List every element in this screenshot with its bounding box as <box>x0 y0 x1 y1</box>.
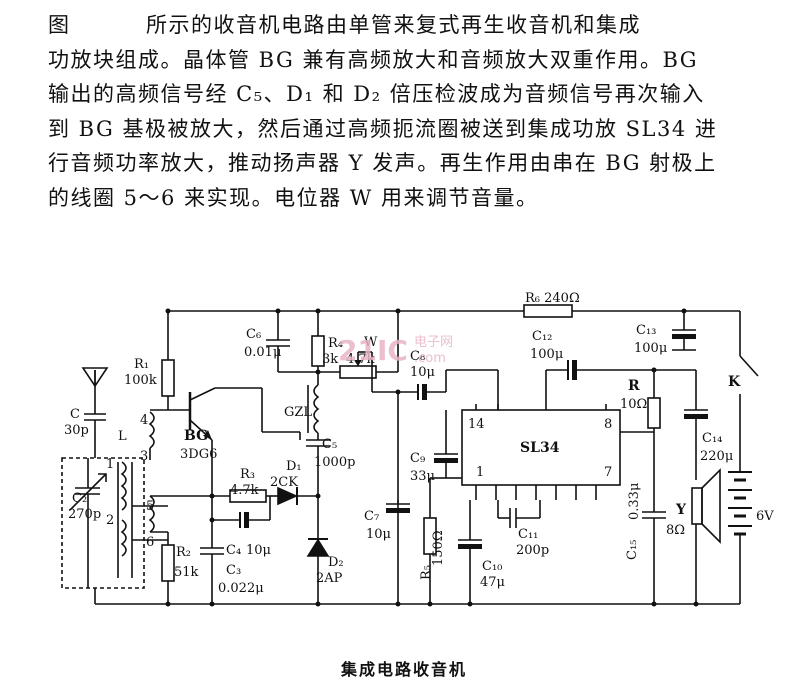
label-gzl: GZL <box>284 405 312 420</box>
label-c2: C₂ <box>72 491 87 506</box>
label-w: W <box>364 335 378 350</box>
label-c8-val: 10μ <box>410 365 435 380</box>
figure-word: 图 <box>48 13 71 37</box>
label-r6: R₆ 240Ω <box>525 291 580 306</box>
label-c15: C₁₅ <box>625 540 640 560</box>
label-y-val: 8Ω <box>666 523 685 538</box>
label-c8: C₈ <box>410 349 425 364</box>
text-line-6: 的线圈 5～6 来实现。电位器 W 用来调节音量。 <box>48 185 539 210</box>
battery-icon <box>728 471 752 536</box>
svg-text:电子网: 电子网 <box>414 335 453 350</box>
label-pin-8: 8 <box>604 417 612 432</box>
circuit-schematic: R₆ 240Ω C₆ 0.01μ R₄ 3k W 4.7k C₈ 10μ C₁₂… <box>61 291 774 607</box>
label-c4: C₄ <box>226 543 241 558</box>
label-bg-val: 3DG6 <box>180 447 217 462</box>
text-line-5: 行音频功率放大，推动扬声器 Y 发声。再生作用由串在 BG 射极上 <box>48 151 717 175</box>
text-line-1: 图所示的收音机电路由单管来复式再生收音机和集成 <box>48 8 778 43</box>
label-r2: R₂ <box>176 545 191 560</box>
label-c11: C₁₁ <box>518 527 538 542</box>
label-d2: D₂ <box>328 555 344 570</box>
label-r5: R₅ <box>419 565 434 580</box>
label-pin-7: 7 <box>604 465 612 480</box>
watermark-logo: 21IC 电子网 .com <box>338 334 453 367</box>
label-d1: D₁ <box>286 459 302 474</box>
emitter-coil <box>148 495 155 533</box>
svg-text:21IC: 21IC <box>338 334 408 367</box>
label-c4-val: 10μ <box>246 543 271 558</box>
label-c14: C₁₄ <box>702 431 722 446</box>
label-l: L <box>118 429 127 444</box>
tuning-tank-box <box>61 457 145 589</box>
label-r-val: 10Ω <box>620 397 647 412</box>
label-c9-val: 33μ <box>410 469 435 484</box>
label-batt: 6V <box>756 509 774 524</box>
label-c6: C₆ <box>246 327 261 342</box>
label-coil-3: 3 <box>140 449 148 464</box>
label-pin-14: 14 <box>468 417 485 432</box>
label-c10: C₁₀ <box>482 559 502 574</box>
label-c10-val: 47μ <box>480 575 505 590</box>
label-c13: C₁₃ <box>636 323 656 338</box>
d2-diode <box>306 538 330 557</box>
label-r1-val: 100k <box>124 373 157 388</box>
r-resistor <box>647 397 661 429</box>
label-c7-val: 10μ <box>366 527 391 542</box>
label-c11-val: 200p <box>516 543 549 558</box>
label-c5-val: 1000p <box>314 455 355 470</box>
label-sl34: SL34 <box>520 440 560 456</box>
label-c5: C₅ <box>322 437 337 452</box>
switch-k <box>739 311 759 472</box>
label-d2-val: 2AP <box>316 571 343 586</box>
label-c-ant-val: 30p <box>64 423 89 438</box>
c2-variable-capacitor <box>69 458 107 588</box>
label-r1: R₁ <box>134 357 149 372</box>
label-y: Y <box>675 502 687 518</box>
tank-coil <box>117 461 133 578</box>
label-c7: C₇ <box>364 509 379 524</box>
label-c-ant: C <box>70 407 80 422</box>
label-d1-val: 2CK <box>270 475 298 490</box>
label-c15-val: 0.33μ <box>627 483 642 520</box>
bg-transistor <box>168 387 216 441</box>
label-c3: C₃ <box>226 563 241 578</box>
label-r: R <box>628 378 640 394</box>
label-pin-1: 1 <box>476 465 484 480</box>
label-r5-val: 150Ω <box>431 530 446 566</box>
figure-caption: 集成电路收音机 <box>340 660 467 679</box>
label-r4: R₄ <box>328 336 343 351</box>
l-feedback-coil <box>148 409 168 460</box>
gzl-choke <box>313 384 320 434</box>
svg-text:.com: .com <box>414 351 446 366</box>
label-c12-val: 100μ <box>530 347 563 362</box>
label-w-val: 4.7k <box>346 352 375 367</box>
label-c13-val: 100μ <box>634 341 667 356</box>
label-coil-6: 6 <box>146 535 154 550</box>
label-r3-val: 4.7k <box>230 483 259 498</box>
r6-resistor <box>523 304 573 318</box>
label-coil-4: 4 <box>140 413 148 428</box>
r2-resistor <box>161 544 175 582</box>
label-c14-val: 220μ <box>700 449 733 464</box>
description-paragraph: 图所示的收音机电路由单管来复式再生收音机和集成 功放块组成。晶体管 BG 兼有高… <box>48 8 778 215</box>
r1-resistor <box>161 359 175 397</box>
label-r3: R₃ <box>240 467 255 482</box>
antenna-icon <box>81 367 109 398</box>
label-r2-val: 51k <box>174 565 199 580</box>
speaker-icon <box>691 468 721 544</box>
label-c3-val: 0.022μ <box>218 581 264 596</box>
label-c6-val: 0.01μ <box>244 345 281 360</box>
label-c12: C₁₂ <box>532 329 552 344</box>
text-line-2: 功放块组成。晶体管 BG 兼有高频放大和音频放大双重作用。BG <box>48 47 699 72</box>
label-coil-5: 5 <box>146 499 154 514</box>
text-line-3: 输出的高频信号经 C₅、D₁ 和 D₂ 倍压检波成为音频信号再次输入 <box>48 82 705 106</box>
label-r4-val: 3k <box>322 352 338 367</box>
label-coil-2: 2 <box>106 513 114 528</box>
sl34-ic <box>461 409 621 486</box>
label-k: K <box>728 374 741 390</box>
label-coil-1: 1 <box>106 457 114 472</box>
label-c9: C₉ <box>410 451 425 466</box>
text-line-4: 到 BG 基极被放大，然后通过高频扼流圈被送到集成功放 SL34 进 <box>48 116 718 141</box>
label-bg: BG <box>184 428 208 444</box>
label-c2-val: 270p <box>68 507 101 522</box>
